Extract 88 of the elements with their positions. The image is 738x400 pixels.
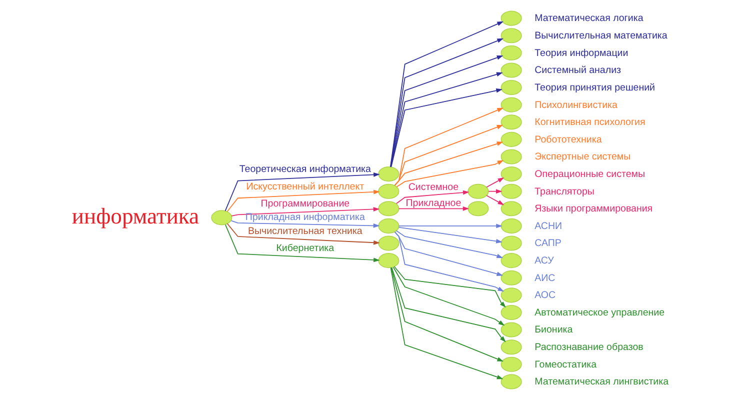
arrow xyxy=(230,220,380,228)
node-label: Теория принятия решений xyxy=(534,82,655,94)
node-label: Гомеостатика xyxy=(534,359,596,370)
node-label: АОС xyxy=(534,290,556,302)
arrow xyxy=(398,226,502,244)
arrow xyxy=(486,195,504,206)
node-circle xyxy=(500,236,522,251)
arrow xyxy=(226,190,380,212)
node-circle xyxy=(500,374,522,390)
arrow xyxy=(398,224,502,228)
node-circle xyxy=(500,288,522,303)
node-circle xyxy=(500,166,522,182)
node-circle xyxy=(210,210,232,226)
node-circle xyxy=(500,304,522,320)
arrow xyxy=(392,266,504,326)
edge-label: Теоретическая информатика xyxy=(238,164,370,176)
arrow xyxy=(395,230,503,258)
node-label: Когнитивная психология xyxy=(534,117,645,128)
arrow xyxy=(390,72,502,168)
arrow xyxy=(394,108,504,186)
node-circle xyxy=(467,184,488,199)
node-circle xyxy=(378,201,399,216)
node-circle xyxy=(467,201,488,216)
node-label: Математическая лингвистика xyxy=(534,376,668,388)
node-circle xyxy=(378,218,399,234)
node-label: Операционные системы xyxy=(534,168,645,180)
node-label: АСНИ xyxy=(534,220,562,232)
node-circle xyxy=(500,45,522,60)
node-label: Системный анализ xyxy=(534,65,621,76)
node-circle xyxy=(500,218,522,234)
arrow xyxy=(393,266,506,308)
node-circle xyxy=(378,253,399,268)
arrow xyxy=(398,206,469,211)
node-label: АИС xyxy=(534,272,555,284)
arrow xyxy=(394,124,503,186)
edge-label: Программирование xyxy=(260,198,350,210)
node-label: Психолингвистика xyxy=(534,100,617,111)
node-circle xyxy=(500,356,522,372)
node-circle xyxy=(500,322,522,338)
node-label: Математическая логика xyxy=(534,13,643,24)
arrow xyxy=(395,190,469,204)
arrow xyxy=(390,88,502,168)
node-label: АСУ xyxy=(534,256,554,266)
node-label: информатика xyxy=(71,203,199,228)
edge-label: Искусственный интеллект xyxy=(246,181,364,192)
arrow xyxy=(486,178,504,188)
node-label: Экспертные системы xyxy=(534,152,630,163)
node-label: Робототехника xyxy=(534,134,602,146)
edge-label: Вычислительная техника xyxy=(247,226,362,237)
arrow xyxy=(396,160,504,188)
node-circle xyxy=(500,97,522,112)
node-circle xyxy=(500,340,522,355)
arrow xyxy=(390,267,504,362)
node-label: Теория информации xyxy=(534,48,628,59)
arrow xyxy=(226,223,380,245)
arrow xyxy=(394,232,504,292)
arrow xyxy=(230,207,380,216)
node-circle xyxy=(500,132,522,147)
node-label: Автоматическое управление xyxy=(534,307,664,318)
node-circle xyxy=(500,270,522,286)
edge-label: Кибернетика xyxy=(276,243,334,254)
arrow xyxy=(394,142,503,186)
arrow xyxy=(224,172,380,212)
node-circle xyxy=(500,10,522,26)
node-circle xyxy=(378,184,399,199)
node-circle xyxy=(500,184,522,199)
node-circle xyxy=(500,28,522,44)
node-circle xyxy=(500,149,522,164)
arrow xyxy=(390,267,503,380)
edge-label: Прикладное xyxy=(405,198,461,209)
node-label: Бионика xyxy=(534,324,572,336)
arrow xyxy=(224,224,380,262)
node-circle xyxy=(500,201,522,216)
node-circle xyxy=(378,236,399,251)
node-label: САПР xyxy=(534,238,561,250)
node-label: Распознавание образов xyxy=(534,342,643,354)
arrow xyxy=(488,189,502,194)
edge-label: Прикладная информатика xyxy=(244,212,364,224)
edge-label: Системное xyxy=(408,182,458,194)
node-label: Трансляторы xyxy=(534,186,594,198)
node-circle xyxy=(500,80,522,96)
node-circle xyxy=(500,253,522,268)
node-label: Языки программирования xyxy=(534,204,652,215)
node-circle xyxy=(500,114,522,130)
node-label: Вычислительная математика xyxy=(534,30,667,42)
node-circle xyxy=(378,166,399,182)
node-circle xyxy=(500,62,522,78)
arrow xyxy=(390,267,506,342)
